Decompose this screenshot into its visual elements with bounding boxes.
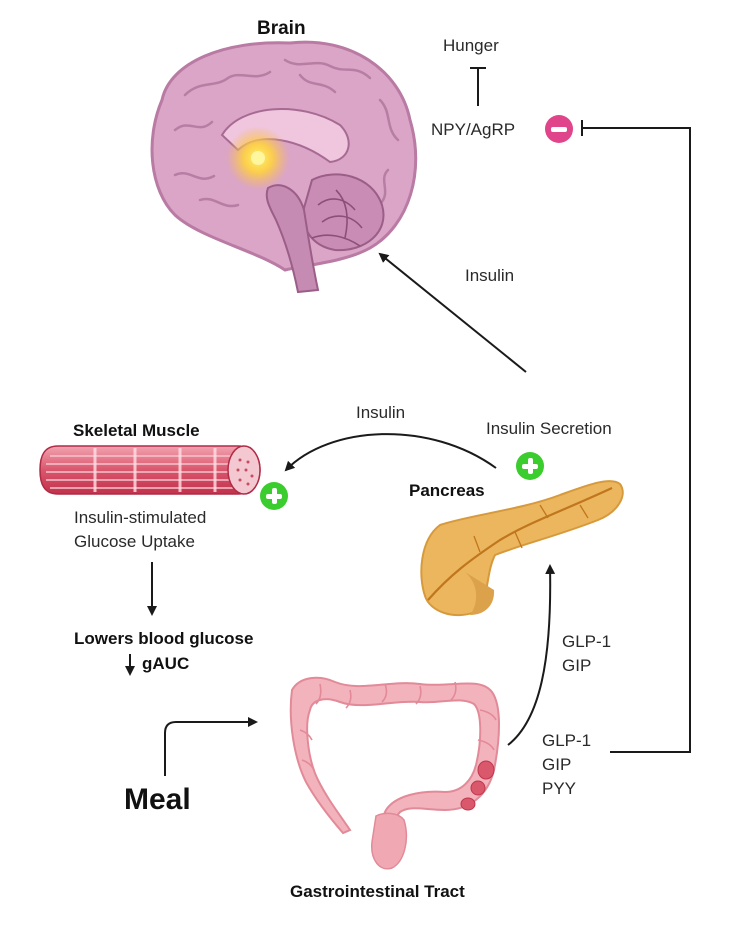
hunger-label: Hunger [443, 36, 499, 55]
glp-gip-label: GLP-1 GIP [562, 632, 612, 675]
plus-circle-icon [260, 482, 288, 510]
npy-agrp-label: NPY/AgRP [431, 120, 516, 139]
minus-circle-icon [545, 115, 573, 143]
gi-tract-label: Gastrointestinal Tract [290, 882, 465, 901]
muscle-fiber-icon [39, 445, 261, 495]
gut-to-brain-inhibit-line [581, 120, 691, 753]
glucose-uptake-label: Insulin-stimulated Glucose Uptake [74, 508, 207, 551]
plus-circle-icon [516, 452, 544, 480]
colon-icon [289, 676, 500, 870]
insulin-to-muscle-arrow [284, 433, 497, 472]
meal-label: Meal [124, 783, 191, 816]
glp-gip-pyy-label: GLP-1 GIP PYY [542, 731, 592, 798]
gut-to-pancreas-arrow [507, 564, 556, 746]
insulin-secretion-label: Insulin Secretion [486, 419, 612, 438]
gauc-label: gAUC [142, 654, 190, 673]
pancreas-icon [420, 480, 624, 617]
brain-label: Brain [257, 18, 306, 39]
brain-icon [150, 40, 418, 294]
meal-arrow [164, 717, 258, 776]
skeletal-muscle-label: Skeletal Muscle [73, 421, 200, 440]
pancreas-label: Pancreas [409, 481, 485, 500]
insulin-to-brain-label: Insulin [465, 266, 515, 285]
insulin-to-muscle-label: Insulin [356, 403, 406, 422]
hunger-inhibit-connector [470, 67, 486, 106]
insulin-to-brain-arrow [378, 252, 527, 373]
lowers-glucose-label: Lowers blood glucose [74, 629, 254, 648]
